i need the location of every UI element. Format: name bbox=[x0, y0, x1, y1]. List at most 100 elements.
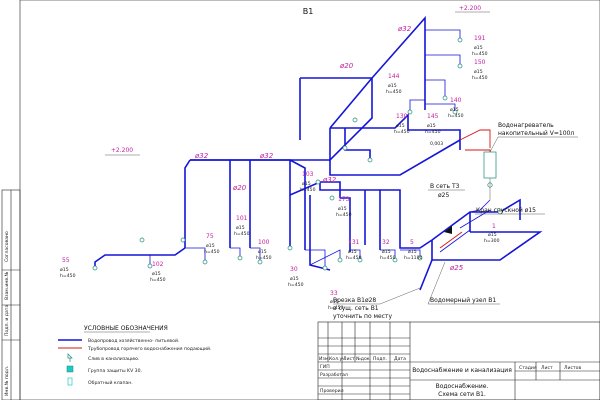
svg-text:h=450: h=450 bbox=[288, 282, 304, 288]
svg-text:h=450: h=450 bbox=[234, 231, 250, 237]
tb-sheet-name-1: Водоснабжение. bbox=[436, 383, 489, 390]
tb-col-sheetno: Лист bbox=[541, 365, 553, 371]
svg-text:h=450: h=450 bbox=[380, 255, 396, 261]
svg-text:32: 32 bbox=[382, 239, 390, 246]
insert-callout: Врезка В1ø28 в сущ. сеть В1 уточнить по … bbox=[333, 287, 421, 320]
tb-col-sheet: Лист bbox=[343, 356, 355, 362]
meter-icon bbox=[444, 226, 452, 234]
protection-group-icon bbox=[66, 365, 74, 373]
svg-text:в сущ. сеть В1: в сущ. сеть В1 bbox=[333, 305, 379, 312]
svg-text:ø15: ø15 bbox=[474, 69, 483, 75]
water-heater bbox=[469, 151, 497, 213]
svg-text:ø15: ø15 bbox=[330, 299, 339, 305]
svg-text:145: 145 bbox=[427, 113, 439, 120]
svg-text:h=450: h=450 bbox=[60, 273, 76, 279]
svg-text:Врезка В1ø28: Врезка В1ø28 bbox=[333, 297, 376, 304]
tb-col-stage: Стадия bbox=[519, 365, 537, 371]
network-t3-callout: В сеть Т3 ø25 bbox=[428, 183, 465, 199]
check-valve-icon bbox=[67, 377, 73, 386]
svg-text:55: 55 bbox=[62, 257, 70, 264]
slope-label: 0,003 bbox=[430, 141, 443, 147]
svg-text:накопительный V=100л: накопительный V=100л bbox=[498, 130, 574, 137]
svg-text:140: 140 bbox=[450, 97, 462, 104]
svg-text:h=450: h=450 bbox=[328, 305, 344, 311]
legend-title: УСЛОВНЫЕ ОБОЗНАЧЕНИЯ bbox=[84, 325, 168, 332]
svg-text:h=450: h=450 bbox=[150, 277, 166, 283]
diameter-label: ø20 bbox=[339, 62, 354, 70]
svg-text:ø15: ø15 bbox=[338, 206, 347, 212]
svg-text:100: 100 bbox=[258, 239, 270, 246]
stamp-replaced: Взам.инв.№ bbox=[4, 272, 10, 300]
svg-text:ø15: ø15 bbox=[290, 276, 299, 282]
svg-text:ø15: ø15 bbox=[382, 249, 391, 255]
svg-text:Кран спускной ø15: Кран спускной ø15 bbox=[476, 207, 536, 214]
tb-col-count: Кол.уч. bbox=[329, 356, 346, 362]
svg-text:h=450: h=450 bbox=[472, 75, 488, 81]
svg-text:ø15: ø15 bbox=[258, 249, 267, 255]
svg-text:ø15: ø15 bbox=[427, 123, 436, 129]
tb-col-sheets: Листов bbox=[564, 365, 581, 371]
svg-text:75: 75 bbox=[206, 233, 214, 240]
svg-text:ø15: ø15 bbox=[488, 232, 497, 238]
tb-sheet-name-2: Схема сети В1. bbox=[438, 391, 486, 398]
svg-text:33: 33 bbox=[330, 290, 338, 297]
stamp-agreed: Согласовано bbox=[4, 231, 10, 262]
svg-text:144: 144 bbox=[388, 73, 400, 80]
svg-text:h=450: h=450 bbox=[472, 51, 488, 57]
svg-text:h=1100: h=1100 bbox=[404, 255, 423, 261]
svg-text:102: 102 bbox=[152, 261, 164, 268]
tb-role-author: Разработал bbox=[320, 372, 348, 378]
svg-text:131: 131 bbox=[348, 239, 360, 246]
svg-text:h=450: h=450 bbox=[204, 249, 220, 255]
svg-text:Водопровод хозяйственно- питье: Водопровод хозяйственно- питьевой. bbox=[88, 337, 179, 344]
svg-text:1: 1 bbox=[492, 223, 496, 230]
svg-text:101: 101 bbox=[236, 215, 248, 222]
tb-col-change: Изм. bbox=[319, 356, 330, 362]
diameter-label: ø25 bbox=[449, 264, 464, 272]
svg-text:h=450: h=450 bbox=[346, 255, 362, 261]
elevation-mark-left: +2.200 bbox=[105, 147, 140, 156]
svg-text:h=450: h=450 bbox=[386, 89, 402, 95]
svg-text:h=450: h=450 bbox=[448, 113, 464, 119]
drain-valve-callout: Кран спускной ø15 bbox=[475, 207, 545, 215]
tb-project: Водоснабжение и канализация bbox=[412, 367, 512, 374]
svg-text:ø15: ø15 bbox=[152, 271, 161, 277]
svg-text:191: 191 bbox=[474, 35, 486, 42]
fixture-valves bbox=[92, 37, 503, 271]
svg-text:ø15: ø15 bbox=[388, 83, 397, 89]
svg-text:ø15: ø15 bbox=[348, 249, 357, 255]
svg-text:h=450: h=450 bbox=[300, 187, 316, 193]
tb-col-sign: Подп. bbox=[373, 356, 387, 362]
svg-text:h=450: h=450 bbox=[425, 129, 441, 135]
legend: УСЛОВНЫЕ ОБОЗНАЧЕНИЯ Водопровод хозяйств… bbox=[58, 325, 211, 386]
svg-text:h=450: h=450 bbox=[336, 212, 352, 218]
drain-icon bbox=[67, 353, 73, 362]
svg-text:173: 173 bbox=[338, 196, 350, 203]
svg-text:ø25: ø25 bbox=[438, 192, 449, 199]
svg-text:ø15: ø15 bbox=[408, 249, 417, 255]
title-block: Изм. Кол.уч. Лист №док. Подп. Дата ГИП Р… bbox=[317, 321, 600, 400]
drawing-title: B1 bbox=[303, 7, 314, 16]
svg-text:ø15: ø15 bbox=[206, 243, 215, 249]
diameter-label: ø32 bbox=[397, 25, 412, 33]
svg-text:103: 103 bbox=[302, 171, 314, 178]
svg-text:Трубопровод горячего водоснабж: Трубопровод горячего водоснабжения подаю… bbox=[87, 345, 211, 352]
svg-text:уточнить по месту: уточнить по месту bbox=[333, 313, 393, 320]
side-stamp: Согласовано Взам.инв.№ Подп. и дата Инв.… bbox=[1, 189, 21, 400]
elevation-mark-top: +2.200 bbox=[455, 5, 490, 13]
